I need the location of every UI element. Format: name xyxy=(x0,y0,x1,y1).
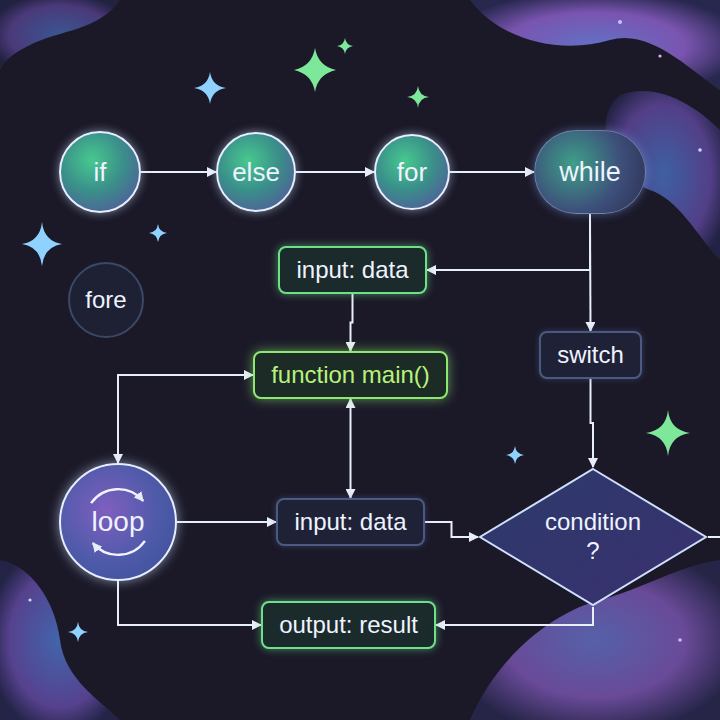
node-label: while xyxy=(559,157,621,188)
loop-arrow xyxy=(93,541,145,555)
node-label: for xyxy=(397,157,427,188)
process-box: input: data xyxy=(276,498,425,546)
sparkle xyxy=(337,38,353,54)
node-label: output: result xyxy=(279,611,418,639)
flow-arrow xyxy=(177,521,276,523)
corner-blob xyxy=(0,560,120,720)
sparkle xyxy=(22,222,62,266)
keyword-circle: else xyxy=(216,132,296,212)
node-label: switch xyxy=(557,341,624,369)
flow-arrow xyxy=(589,214,592,331)
node-label: condition ? xyxy=(537,508,649,566)
flow-arrow xyxy=(450,171,534,173)
loop-arrow xyxy=(91,489,143,503)
flow-arrow xyxy=(141,171,216,173)
corner-blob xyxy=(470,0,720,90)
flow-arrow xyxy=(425,522,478,537)
keyword-circle: for xyxy=(374,134,450,210)
star-dot xyxy=(678,638,682,642)
loop-circle: loop xyxy=(59,463,177,581)
sparkle xyxy=(194,72,226,104)
flow-arrow xyxy=(118,581,261,625)
flow-arrow xyxy=(118,375,253,463)
diamond-shape xyxy=(480,469,706,605)
process-box: switch xyxy=(539,331,642,379)
keyword-blob: while xyxy=(534,130,646,214)
flow-arrow xyxy=(591,379,594,467)
flow-arrow xyxy=(350,399,352,498)
node-label: loop xyxy=(92,506,145,538)
keyword-circle: fore xyxy=(68,262,144,338)
decision-diamond: condition ? xyxy=(478,467,708,607)
flow-arrow xyxy=(296,171,374,173)
flow-arrow xyxy=(351,294,353,351)
sparkle xyxy=(294,48,336,92)
node-label: input: data xyxy=(296,256,408,284)
node-label: fore xyxy=(85,286,126,314)
flow-arrow xyxy=(436,607,593,625)
keyword-circle: if xyxy=(59,131,141,213)
star-dot xyxy=(618,20,622,24)
node-label: input: data xyxy=(294,508,406,536)
sparkle xyxy=(149,224,167,242)
sparkle xyxy=(407,86,429,108)
node-label: else xyxy=(232,157,280,188)
node-label: function main() xyxy=(271,361,430,389)
sparkle xyxy=(646,410,690,456)
process-box: output: result xyxy=(261,601,436,649)
star-dot xyxy=(698,148,702,152)
function-box: function main() xyxy=(253,351,448,399)
flow-arrow xyxy=(427,214,590,270)
corner-blob xyxy=(0,0,120,70)
process-box: input: data xyxy=(278,246,427,294)
exit-line xyxy=(708,536,720,538)
star-dot xyxy=(658,54,661,57)
sparkle xyxy=(68,622,88,642)
node-label: if xyxy=(94,157,107,188)
star-dot xyxy=(28,598,31,601)
sparkle xyxy=(506,446,524,464)
